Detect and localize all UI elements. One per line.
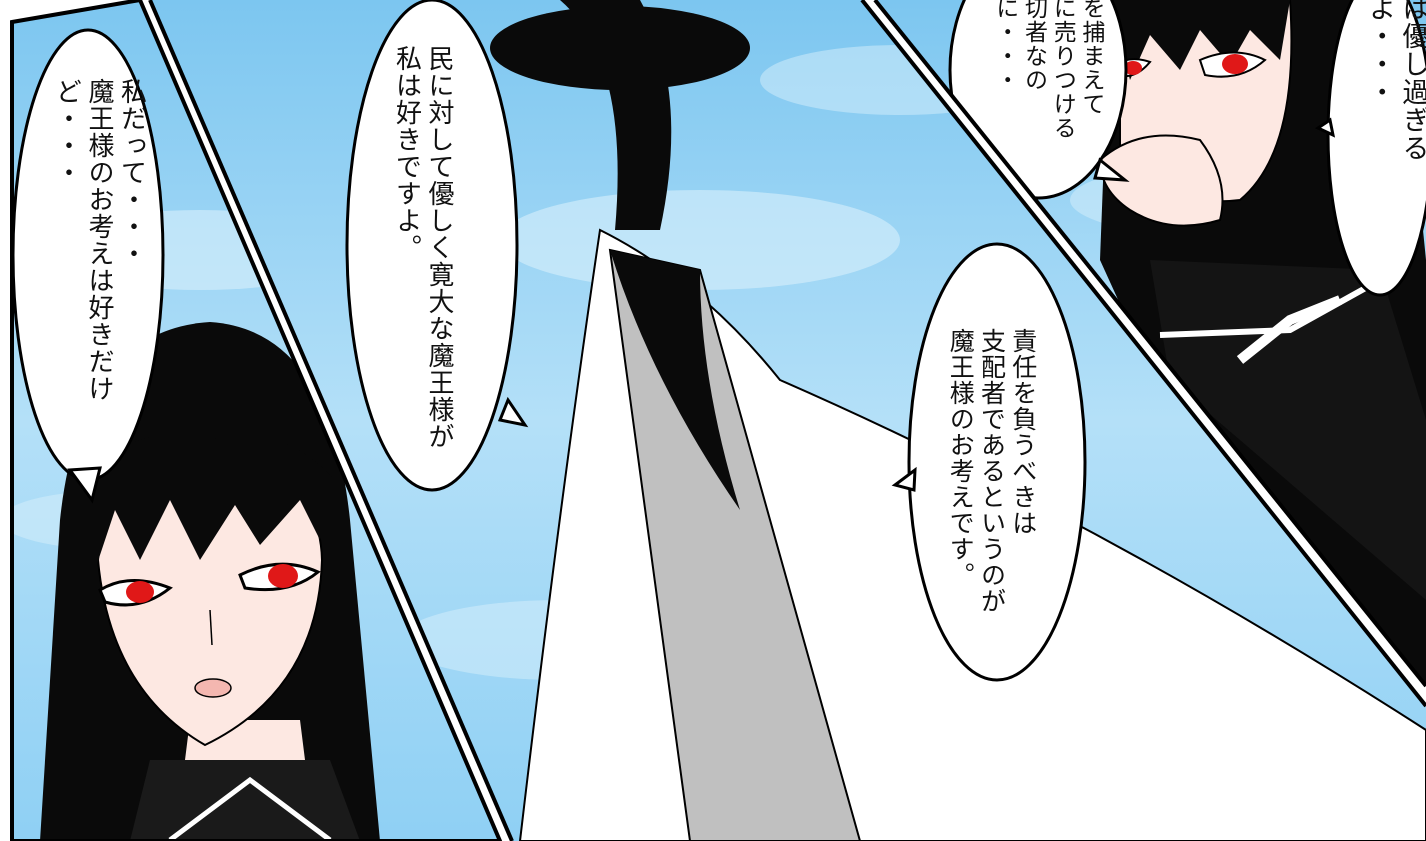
left-eye (98, 578, 173, 607)
bubble-line: を捕まえて (1078, 0, 1104, 116)
panel-borders (10, 0, 1426, 841)
bubble-center-2-text: 責任を負うべきは 支配者であるというのが 魔王様のお考えです。 (945, 328, 1039, 628)
bubble-line: 責任を負うべきは (1008, 328, 1038, 536)
bubble-line: 魔王様のお考えです。 (946, 328, 976, 588)
speech-bubble-center-2 (891, 242, 1087, 682)
speech-bubble-top-right-1 (948, 0, 1130, 200)
bubble-line: 私は好きですよ。 (391, 45, 422, 261)
speech-bubble-center-1 (345, 0, 529, 492)
bubble-line: 民に対して優しく寛大な魔王様が (424, 45, 454, 450)
bubble-line: 切者なのに・・・ (991, 0, 1047, 92)
speech-bubble-top-right-2 (1314, 0, 1426, 297)
bubble-line: 魔王様のお考えは好きだけど・・・ (51, 78, 115, 402)
bubble-top-right-1-text: を捕まえて に売りつける 切者なのに・・・ (990, 0, 1105, 146)
bubble-line: 私だって・・・ (116, 78, 147, 267)
bubble-line: 支配者であるというのが (977, 328, 1007, 614)
bubble-top-right-2-text: は優し過ぎるよ・・・ (1362, 0, 1426, 234)
girl-left-figure (40, 322, 380, 841)
bubble-center-1-text: 民に対して優しく寛大な魔王様が 私は好きですよ。 (390, 45, 455, 465)
bubble-line: に売りつける (1049, 0, 1076, 140)
bubble-line: は優し過ぎるよ・・・ (1363, 0, 1426, 162)
right-eye (238, 562, 321, 592)
girl-right-eye-right (1198, 51, 1267, 78)
bubble-left-text: 私だって・・・ 魔王様のお考えは好きだけど・・・ (50, 78, 148, 468)
